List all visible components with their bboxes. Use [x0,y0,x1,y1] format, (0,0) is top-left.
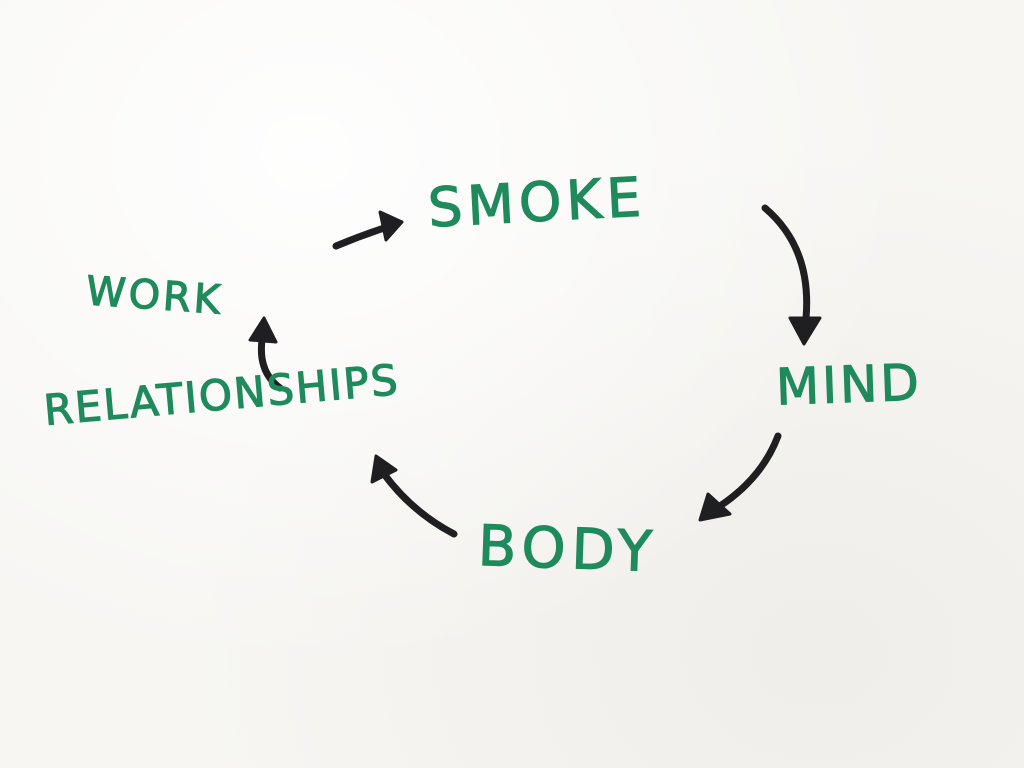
arrow-work-to-smoke [332,210,404,250]
arrow-body-to-relationships [370,454,458,538]
node-mind: MIND [774,353,923,417]
node-smoke: SMOKE [426,165,648,241]
node-work: WORK [84,268,225,325]
node-body: BODY [476,513,659,586]
arrow-relationships-to-work [248,316,284,392]
arrow-mind-to-body [698,432,782,522]
arrow-smoke-to-mind [761,204,822,346]
